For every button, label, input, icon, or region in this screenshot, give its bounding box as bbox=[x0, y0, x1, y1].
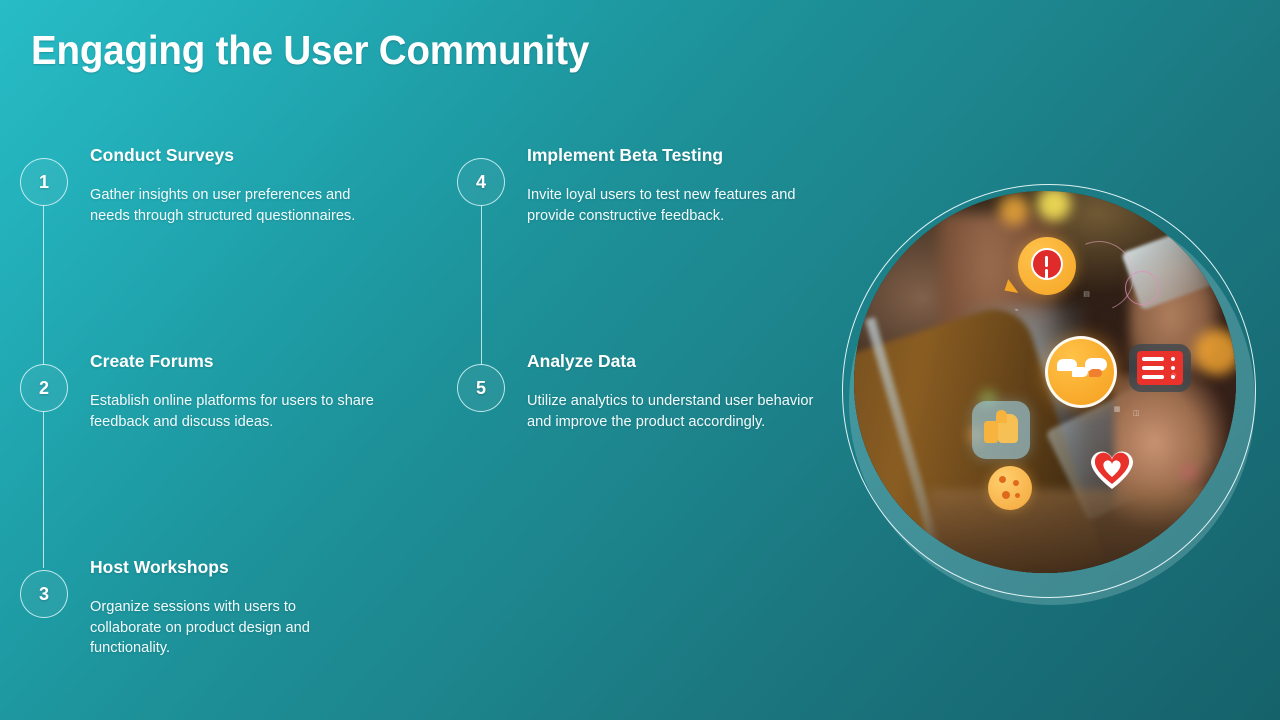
step-body-4: Invite loyal users to test new features … bbox=[527, 187, 796, 224]
page-title: Engaging the User Community bbox=[31, 27, 590, 73]
step-heading-3: Host Workshops bbox=[90, 557, 229, 577]
circular-photo-group: ▤ ⌁ ▦ ◫ ◇ bbox=[840, 180, 1270, 620]
step-number-label-5: 5 bbox=[475, 377, 486, 398]
step-number-badge-2[interactable]: 2 bbox=[20, 364, 68, 412]
connector-line-1-2 bbox=[43, 205, 45, 365]
photo-ring-outline bbox=[842, 184, 1256, 598]
step-heading-2: Create Forums bbox=[90, 351, 214, 371]
step-body-2: Establish online platforms for users to … bbox=[90, 393, 374, 430]
connector-line-2-3 bbox=[43, 411, 45, 568]
step-heading-1: Conduct Surveys bbox=[90, 145, 234, 165]
connector-line-4-5 bbox=[481, 205, 483, 365]
step-number-badge-1[interactable]: 1 bbox=[20, 158, 68, 206]
step-number-label-3: 3 bbox=[38, 583, 49, 604]
step-number-label-2: 2 bbox=[38, 377, 49, 398]
step-body-5: Utilize analytics to understand user beh… bbox=[527, 393, 814, 430]
step-heading-4: Implement Beta Testing bbox=[527, 145, 724, 165]
step-number-badge-3[interactable]: 3 bbox=[20, 570, 68, 618]
step-number-label-1: 1 bbox=[38, 171, 49, 192]
step-number-badge-4[interactable]: 4 bbox=[457, 158, 505, 206]
step-heading-5: Analyze Data bbox=[527, 351, 636, 371]
photo-bokeh-light bbox=[865, 221, 892, 248]
step-number-label-4: 4 bbox=[475, 171, 486, 192]
step-body-3: Organize sessions with users to collabor… bbox=[90, 599, 310, 657]
step-number-badge-5[interactable]: 5 bbox=[457, 364, 505, 412]
step-body-1: Gather insights on user preferences and … bbox=[90, 187, 356, 224]
